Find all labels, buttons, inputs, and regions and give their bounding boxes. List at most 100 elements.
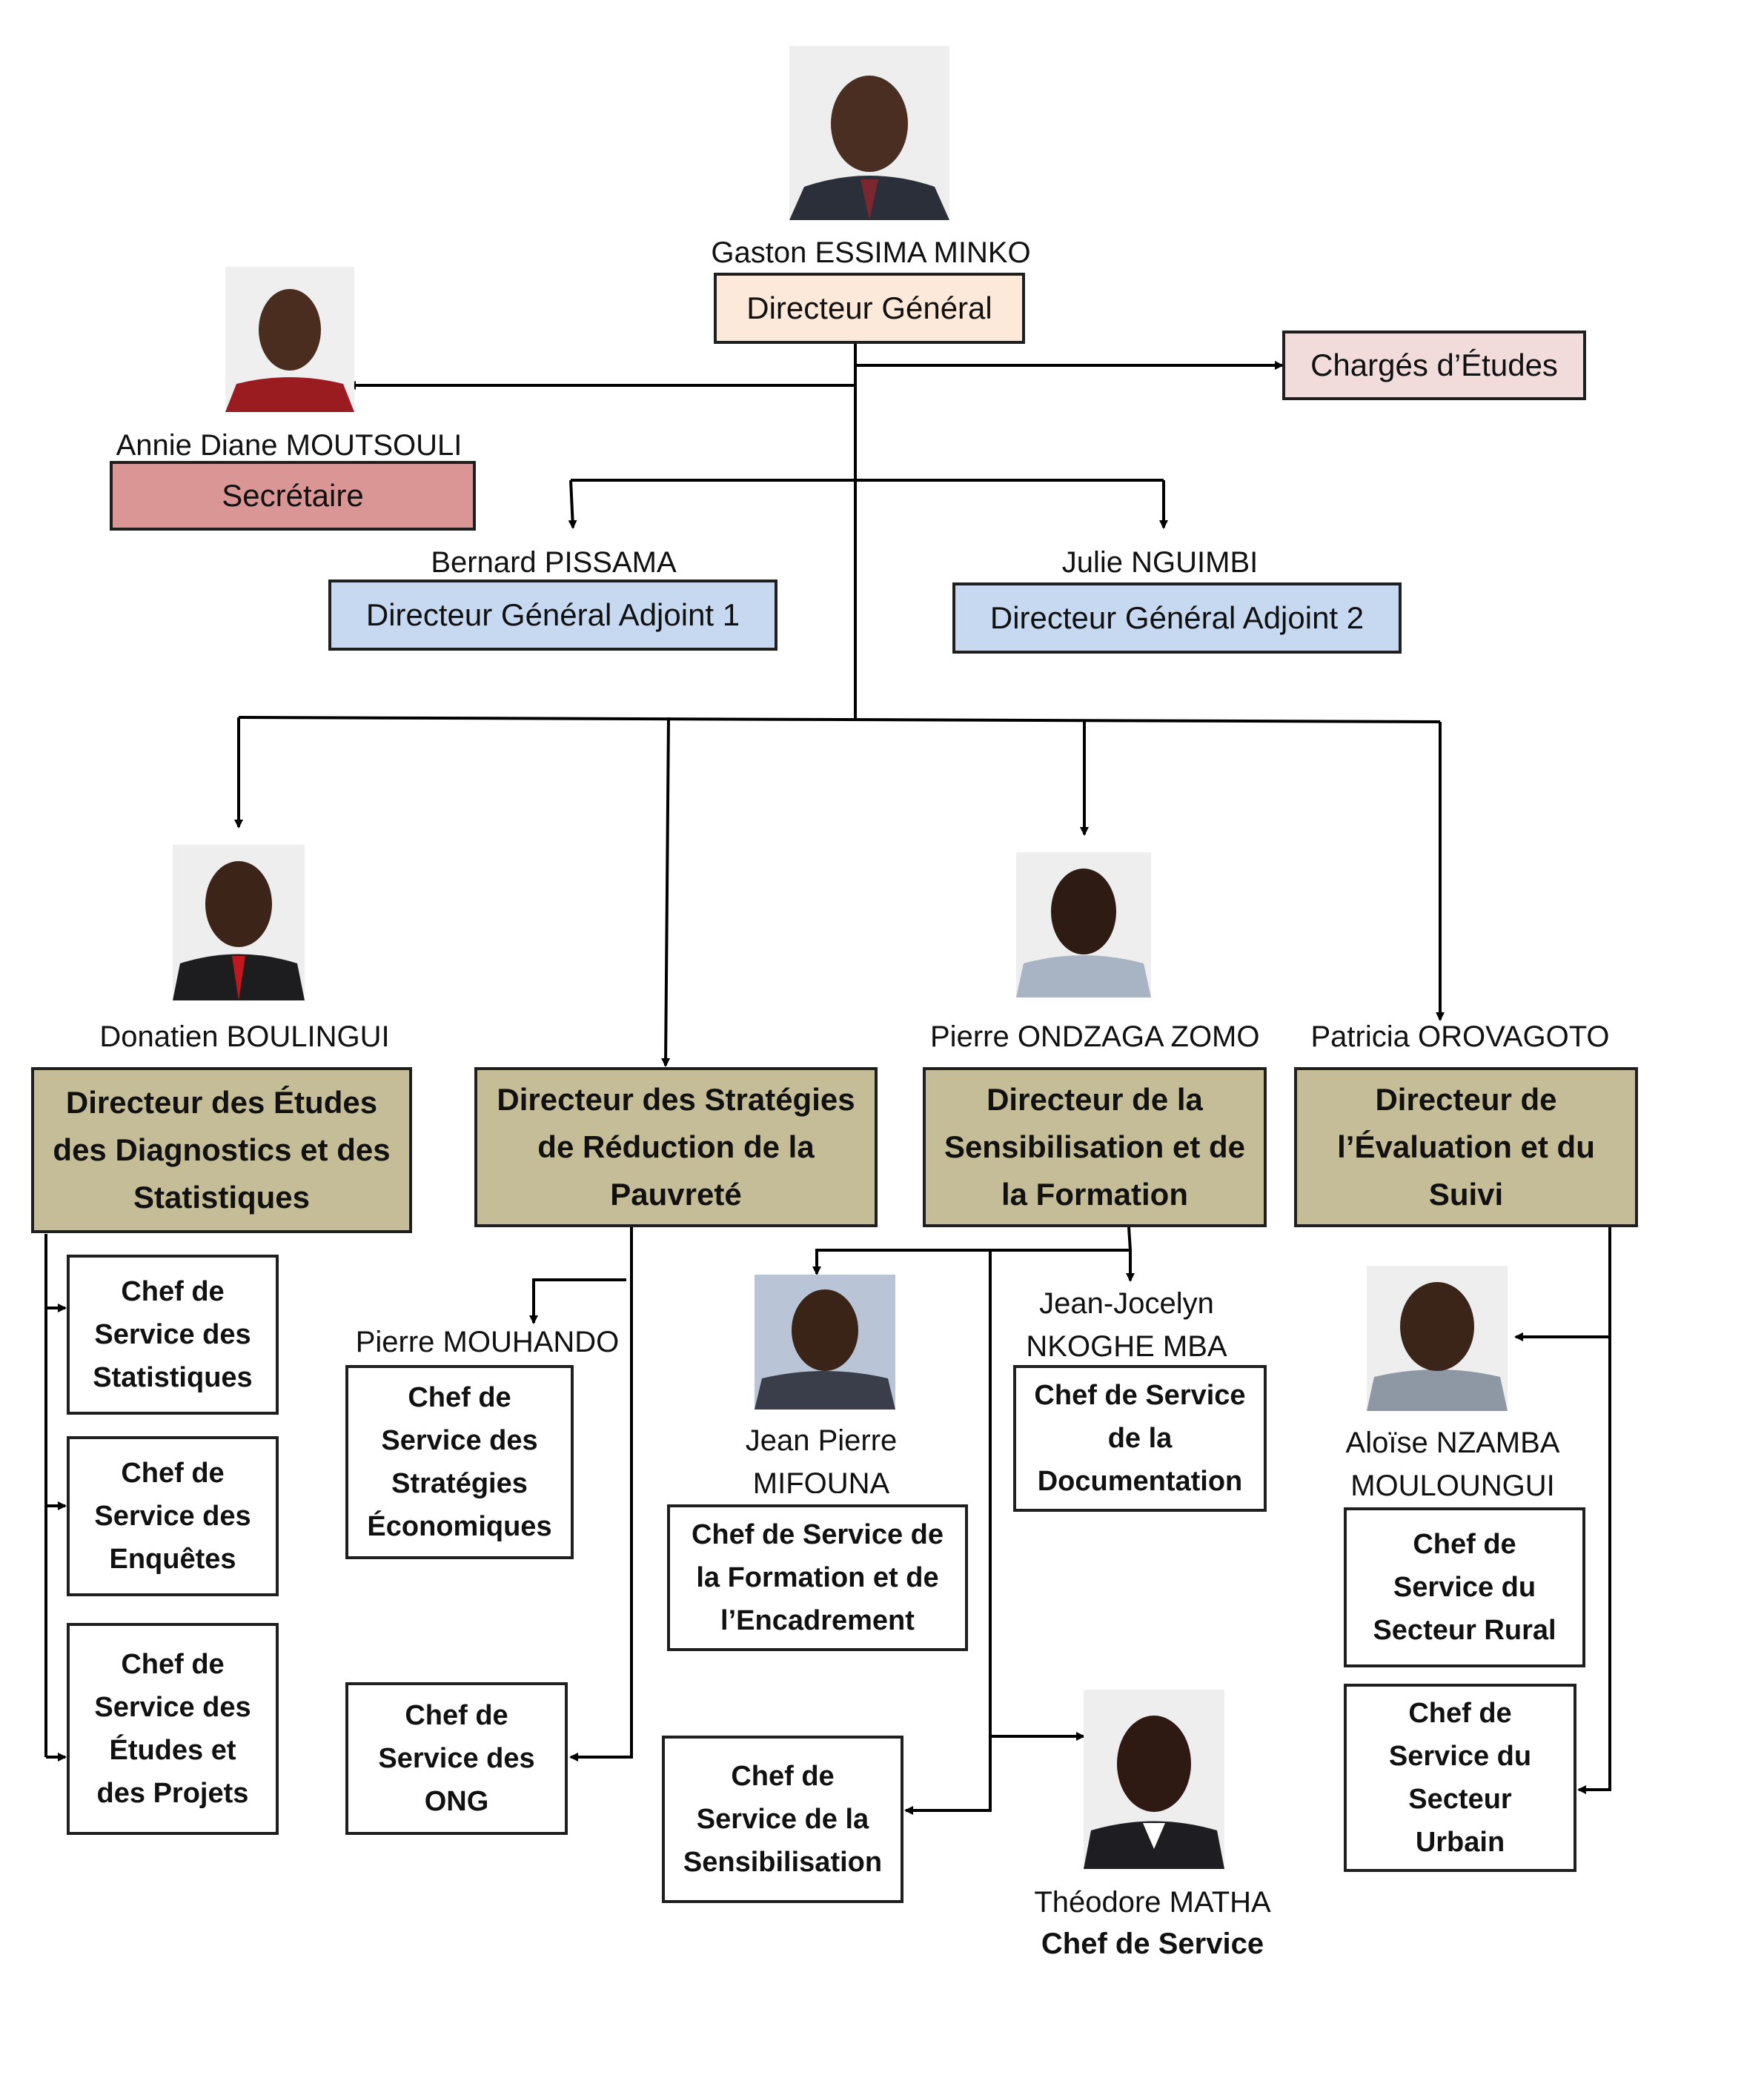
service-line: Service des [94, 1692, 251, 1723]
dir2-title-line: de Réduction de la [537, 1129, 815, 1164]
service-line: Documentation [1037, 1466, 1243, 1497]
service-line: la Formation et de [696, 1562, 939, 1593]
adjoint2-title: Directeur Général Adjoint 2 [989, 600, 1365, 635]
secretaire-title: Secrétaire [222, 478, 364, 513]
dir1-photo [173, 845, 305, 1000]
adjoint2-name: Julie NGUIMBI [1061, 546, 1259, 579]
secretaire-box: Secrétaire [110, 461, 476, 531]
charges-label: Chargés d’Études [1310, 348, 1558, 382]
dir1-title-line: des Diagnostics et des [53, 1132, 391, 1167]
service-line: Sensibilisation [683, 1847, 883, 1878]
dir2-title-line: Pauvreté [610, 1177, 742, 1212]
service-line: Service des [94, 1501, 251, 1532]
service-line: Service des [381, 1425, 538, 1456]
person-portrait-icon [1084, 1690, 1224, 1869]
dg-title: Directeur Général [746, 290, 992, 325]
nkoghe-name: Jean-Jocelyn NKOGHE MBA [1012, 1282, 1241, 1368]
director-bar [238, 716, 1441, 723]
dg-photo [789, 46, 949, 220]
service-line: Études et [109, 1735, 236, 1766]
service-line: Service du [1388, 1741, 1532, 1772]
person-portrait-icon [173, 845, 305, 1000]
service-line: Chef de [731, 1761, 835, 1792]
service-enquetes-box: Chef de Service des Enquêtes [67, 1436, 279, 1596]
secretaire-name: Annie Diane MOUTSOULI [116, 429, 462, 462]
dir3-title-line: la Formation [1001, 1177, 1188, 1212]
name-line: Aloïse NZAMBA [1345, 1427, 1560, 1459]
person-portrait-icon [1016, 852, 1151, 997]
dg-name: Gaston ESSIMA MINKO [711, 236, 1031, 269]
service-line: Enquêtes [109, 1544, 236, 1575]
service-line: Service de la [696, 1804, 869, 1835]
service-line: Chef de [121, 1649, 225, 1680]
dir4-title-line: Suivi [1428, 1177, 1504, 1212]
dir4-box: Directeur de l’Évaluation et du Suivi [1294, 1067, 1638, 1227]
dg-title-box: Directeur Général [714, 273, 1025, 344]
adjoint2-box: Directeur Général Adjoint 2 [952, 582, 1402, 654]
charges-box: Chargés d’Études [1282, 331, 1586, 400]
link-adjoint1 [568, 479, 577, 529]
matha-photo [1084, 1690, 1224, 1869]
service-line: Chef de [1413, 1529, 1516, 1560]
link-dir2 [661, 717, 671, 1067]
service-line: de la [1107, 1423, 1173, 1454]
adjoint1-box: Directeur Général Adjoint 1 [328, 580, 777, 651]
service-formation-box: Chef de Service de la Formation et de l’… [667, 1504, 968, 1651]
service-line: Secteur [1408, 1784, 1512, 1815]
dir2-spine [569, 1227, 633, 1762]
dir1-title-line: Directeur des Études [65, 1085, 378, 1120]
dir3-name: Pierre ONDZAGA ZOMO [930, 1020, 1260, 1053]
service-etudes-projets-box: Chef de Service des Études et des Projet… [67, 1623, 279, 1835]
nzamba-name: Aloïse NZAMBA MOULOUNGUI [1334, 1421, 1571, 1507]
dir4-title-line: l’Évaluation et du [1337, 1129, 1595, 1164]
dir1-name: Donatien BOULINGUI [99, 1020, 390, 1053]
secretaire-photo [225, 267, 354, 412]
name-line: Jean-Jocelyn [1039, 1287, 1214, 1320]
service-line: Chef de [1408, 1698, 1512, 1729]
dir1-box: Directeur des Études des Diagnostics et … [31, 1067, 412, 1233]
dir3-title-line: Directeur de la [987, 1082, 1203, 1117]
mifouna-name: Jean Pierre MIFOUNA [710, 1419, 932, 1493]
service-line: Chef de Service de [691, 1519, 944, 1550]
service-line: Chef de [408, 1382, 511, 1413]
name-line: MOULOUNGUI [1350, 1470, 1555, 1502]
dir3-photo [1016, 852, 1151, 997]
service-sensibilisation-box: Chef de Service de la Sensibilisation [662, 1736, 903, 1903]
dir2-box: Directeur des Stratégies de Réduction de… [474, 1067, 878, 1227]
dir3-box: Directeur de la Sensibilisation et de la… [923, 1067, 1267, 1227]
service-line: Service du [1393, 1572, 1536, 1603]
dir4-name: Patricia OROVAGOTO [1310, 1020, 1610, 1053]
dir3-main [812, 1226, 1133, 1275]
adjoint1-title: Directeur Général Adjoint 1 [365, 597, 740, 632]
name-line: Jean Pierre [745, 1424, 898, 1457]
service-strategies-box: Chef de Service des Stratégies Économiqu… [345, 1365, 574, 1559]
person-portrait-icon [789, 46, 949, 220]
dir3-vert [904, 1250, 992, 1815]
service-line: Chef de [405, 1700, 508, 1731]
service-line: Service des [378, 1743, 535, 1774]
service-line: Urbain [1415, 1827, 1505, 1858]
service-line: Chef de Service [1034, 1380, 1246, 1411]
link-strat [529, 1278, 626, 1324]
dir4-spine [1577, 1227, 1611, 1794]
service-line: l’Encadrement [720, 1605, 915, 1636]
dir1-title-line: Statistiques [133, 1180, 311, 1215]
strat-name: Pierre MOUHANDO [355, 1326, 620, 1358]
dir4-title-line: Directeur de [1375, 1082, 1557, 1117]
person-portrait-icon [1367, 1266, 1508, 1411]
service-line: ONG [424, 1786, 489, 1817]
service-documentation-box: Chef de Service de la Documentation [1013, 1365, 1267, 1512]
matha-title: Chef de Service [1041, 1928, 1264, 1960]
nzamba-photo [1367, 1266, 1508, 1411]
service-line: Service des [94, 1319, 251, 1350]
service-line: Secteur Rural [1373, 1615, 1556, 1646]
mifouna-photo [755, 1275, 895, 1410]
service-line: Chef de [121, 1458, 225, 1489]
service-line: Chef de [121, 1276, 225, 1307]
person-portrait-icon [225, 267, 354, 412]
service-statistiques-box: Chef de Service des Statistiques [67, 1255, 279, 1415]
service-line: Stratégies [391, 1468, 528, 1499]
service-secteur-urbain-box: Chef de Service du Secteur Urbain [1344, 1684, 1576, 1872]
matha-name: Théodore MATHA [1034, 1886, 1271, 1919]
